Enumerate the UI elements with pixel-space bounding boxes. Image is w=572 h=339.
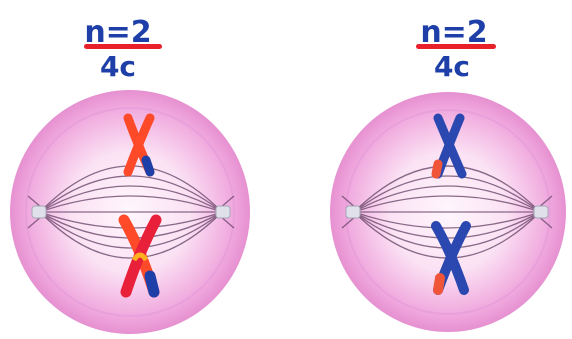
centrosome-right bbox=[216, 206, 230, 218]
dna-content-label: 4c bbox=[434, 50, 470, 83]
centrosome-left bbox=[346, 206, 360, 218]
label-right: n=2 4c bbox=[416, 15, 496, 83]
fraction-line bbox=[416, 44, 496, 49]
label-left: n=2 4c bbox=[84, 15, 162, 83]
dna-content-label: 4c bbox=[100, 50, 136, 83]
cell-right: n=2 4c bbox=[330, 15, 566, 332]
centrosome-right bbox=[534, 206, 548, 218]
cell-left: n=2 4c bbox=[10, 15, 250, 334]
centrosome-left bbox=[32, 206, 46, 218]
fraction-line bbox=[84, 44, 162, 49]
